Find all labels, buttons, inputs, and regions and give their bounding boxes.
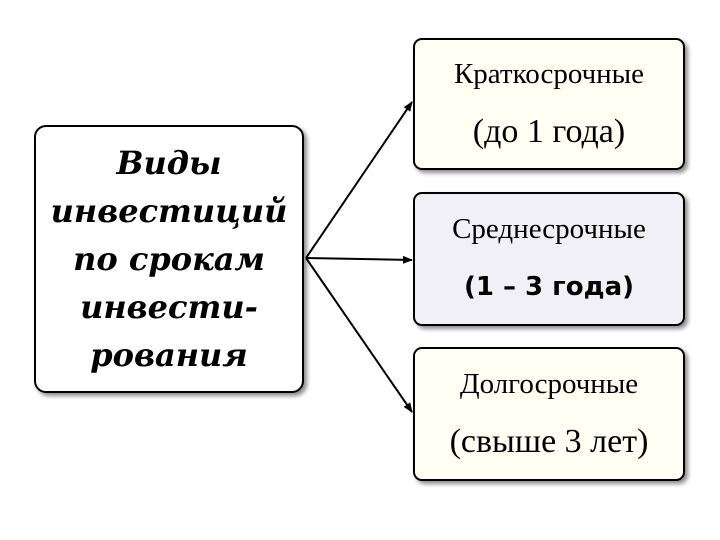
medium-term-range: (1 – 3 года) — [463, 272, 635, 302]
investment-types-box: Виды инвестиций по срокам инвести- рован… — [34, 125, 304, 393]
source-line-4: инвести- — [80, 288, 258, 326]
long-term-title: Долгосрочные — [459, 368, 639, 400]
source-line-1: Виды — [116, 144, 222, 182]
arrow-to-long-term — [305, 257, 413, 413]
source-line-3: по срокам — [73, 240, 265, 278]
source-line-5: рования — [90, 336, 248, 374]
medium-term-box: Среднесрочные (1 – 3 года) — [413, 192, 685, 326]
short-term-title: Краткосрочные — [453, 58, 645, 90]
medium-term-title: Среднесрочные — [452, 213, 646, 245]
short-term-box: Краткосрочные (до 1 года) — [413, 38, 685, 170]
short-term-range: (до 1 года) — [472, 113, 626, 150]
long-term-box: Долгосрочные (свыше 3 лет) — [413, 347, 685, 481]
arrow-to-short-term — [305, 101, 413, 259]
arrow-to-medium-term — [305, 255, 413, 264]
long-term-range: (свыше 3 лет) — [449, 423, 649, 460]
source-line-2: инвестиций — [50, 192, 288, 230]
